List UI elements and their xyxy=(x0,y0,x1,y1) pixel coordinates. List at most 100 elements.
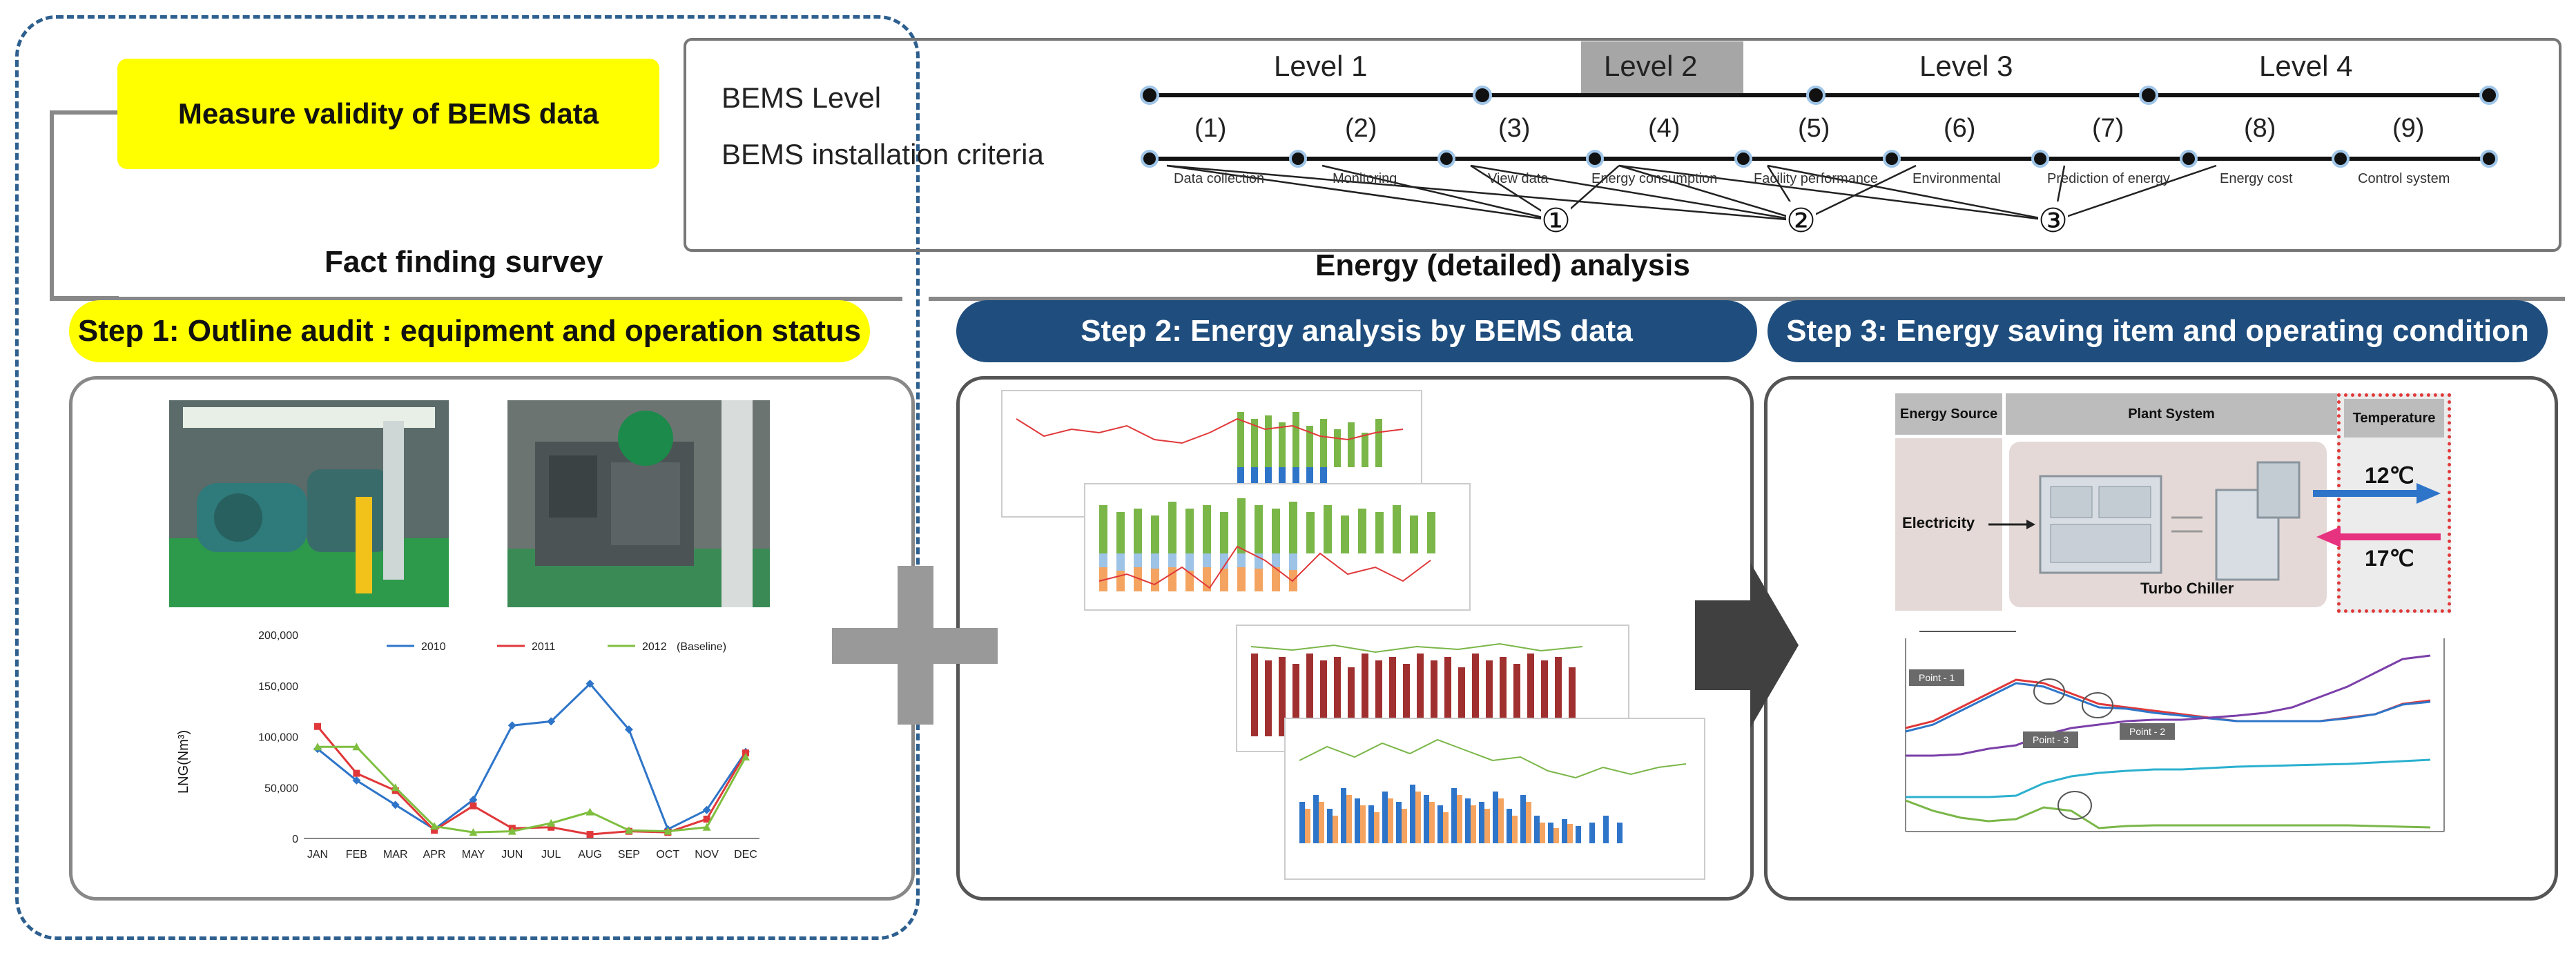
bar-chart xyxy=(1250,642,1583,736)
data-point xyxy=(353,769,360,777)
data-point xyxy=(431,827,438,834)
data-point xyxy=(507,827,516,835)
data-point xyxy=(586,831,594,838)
chiller-photo xyxy=(507,400,770,607)
plus-icon-bar xyxy=(832,628,998,664)
step3-pill: Step 3: Energy saving item and operating… xyxy=(1768,300,2548,362)
criteria-name: Prediction of energy xyxy=(2047,171,2170,186)
criteria-number: (6) xyxy=(1944,114,1976,143)
x-tick-label: JAN xyxy=(307,849,328,861)
data-point xyxy=(469,802,477,809)
level-4-label: Level 4 xyxy=(2259,50,2353,82)
bems-chart-thumbnail xyxy=(1284,718,1705,880)
criteria-name: Energy cost xyxy=(2220,171,2293,186)
point-2-label: Point - 2 xyxy=(2120,723,2176,740)
legend-label: 2011 xyxy=(532,641,556,653)
data-point xyxy=(430,822,439,830)
energy-source-box xyxy=(1895,438,2002,611)
point-1-label: Point - 1 xyxy=(1909,669,1965,686)
data-point xyxy=(703,815,710,823)
criteria-name: Environmental xyxy=(1912,171,2001,186)
x-tick-label: NOV xyxy=(695,849,719,861)
stacked-bar-line-chart xyxy=(1016,412,1404,489)
fact-finding-label: Fact finding survey xyxy=(325,245,603,279)
data-point xyxy=(547,818,556,827)
bems-level-panel xyxy=(684,38,2562,252)
turbo-chiller-label: Turbo Chiller xyxy=(2140,580,2234,597)
data-point xyxy=(352,776,361,785)
circled-number: ① xyxy=(1541,202,1571,240)
y-tick-label: 0 xyxy=(292,834,298,845)
criteria-number: (2) xyxy=(1345,114,1377,143)
data-point xyxy=(664,827,672,835)
circled-number: ② xyxy=(1786,202,1817,240)
criteria-number: (7) xyxy=(2092,114,2124,143)
survey-bracket xyxy=(50,110,119,300)
data-point xyxy=(314,723,321,730)
criteria-number: (5) xyxy=(1798,114,1830,143)
x-tick-label: MAY xyxy=(462,849,485,861)
bems-level-diagram xyxy=(1140,41,2499,222)
y-tick-label: 50,000 xyxy=(264,783,298,794)
x-tick-label: MAR xyxy=(383,849,408,861)
data-point xyxy=(624,826,633,834)
data-point xyxy=(624,725,633,734)
level-3-label: Level 3 xyxy=(1919,50,2013,82)
temperature-header: Temperature xyxy=(2344,399,2444,438)
level-1-label: Level 1 xyxy=(1274,50,1368,82)
level2-highlight xyxy=(1581,41,1743,93)
criteria-name: Control system xyxy=(2358,171,2450,186)
circled-number: ③ xyxy=(2038,202,2069,240)
energy-source-header: Energy Source xyxy=(1895,393,2002,435)
step1-pill: Step 1: Outline audit : equipment and op… xyxy=(69,300,870,362)
criteria-name: Data collection xyxy=(1174,171,1265,186)
x-tick-label: JUN xyxy=(501,849,523,861)
bems-chart-thumbnail xyxy=(1084,483,1471,611)
criteria-number: (3) xyxy=(1498,114,1531,143)
bems-level-label: BEMS Level xyxy=(722,81,882,114)
measure-validity-box: Measure validity of BEMS data xyxy=(117,59,659,169)
data-point xyxy=(742,753,750,760)
data-point xyxy=(702,823,711,831)
return-temp-label: 17℃ xyxy=(2365,546,2414,571)
x-tick-label: DEC xyxy=(734,849,757,861)
x-tick-label: AUG xyxy=(578,849,602,861)
criteria-number: (4) xyxy=(1648,114,1681,143)
bems-criteria-label: BEMS installation criteria xyxy=(722,138,1044,170)
data-point xyxy=(469,795,478,804)
data-point xyxy=(585,807,594,816)
x-tick-label: JUL xyxy=(541,849,561,861)
x-tick-label: FEB xyxy=(346,849,367,861)
series-line-2012 xyxy=(318,745,747,834)
data-point xyxy=(702,805,711,814)
x-tick-label: OCT xyxy=(656,849,679,861)
series-line-2010 xyxy=(317,682,747,831)
temperature-arrows xyxy=(2313,483,2441,547)
criteria-number: (8) xyxy=(2244,114,2276,143)
lng-y-axis-label: LNG(Nm³) xyxy=(176,729,191,794)
stacked-bar-line-chart-large xyxy=(1299,738,1687,843)
arrow-right-icon xyxy=(1695,562,1799,728)
data-point xyxy=(547,717,556,726)
criteria-number: (9) xyxy=(2392,114,2425,143)
turbo-chiller-illustration xyxy=(1988,461,2301,581)
criteria-name: Energy consumption xyxy=(1591,171,1718,186)
legend-label: 2010 xyxy=(421,641,446,653)
fact-finding-frame xyxy=(15,15,920,940)
x-tick-label: APR xyxy=(423,849,446,861)
lng-line-chart: JAN FEB MAR APR MAY JUN JUL AUG SEP OCT NOV DEC 0 50… xyxy=(258,630,759,861)
y-tick-label: 100,000 xyxy=(258,732,298,744)
data-point xyxy=(469,828,478,836)
x-tick-label: SEP xyxy=(618,849,640,861)
point-3-label: Point - 3 xyxy=(2023,731,2079,748)
level-2-label: Level 2 xyxy=(1604,50,1698,82)
data-point xyxy=(391,800,400,809)
criteria-name: Facility performance xyxy=(1754,171,1879,186)
legend-baseline-label: (Baseline) xyxy=(677,641,726,653)
step2-pill: Step 2: Energy analysis by BEMS data xyxy=(956,300,1757,362)
electricity-label: Electricity xyxy=(1902,514,1975,531)
y-tick-label: 150,000 xyxy=(258,681,298,693)
chiller-operating-chart xyxy=(1905,631,2445,832)
criteria-name: View data xyxy=(1488,171,1549,186)
data-point xyxy=(391,783,400,792)
